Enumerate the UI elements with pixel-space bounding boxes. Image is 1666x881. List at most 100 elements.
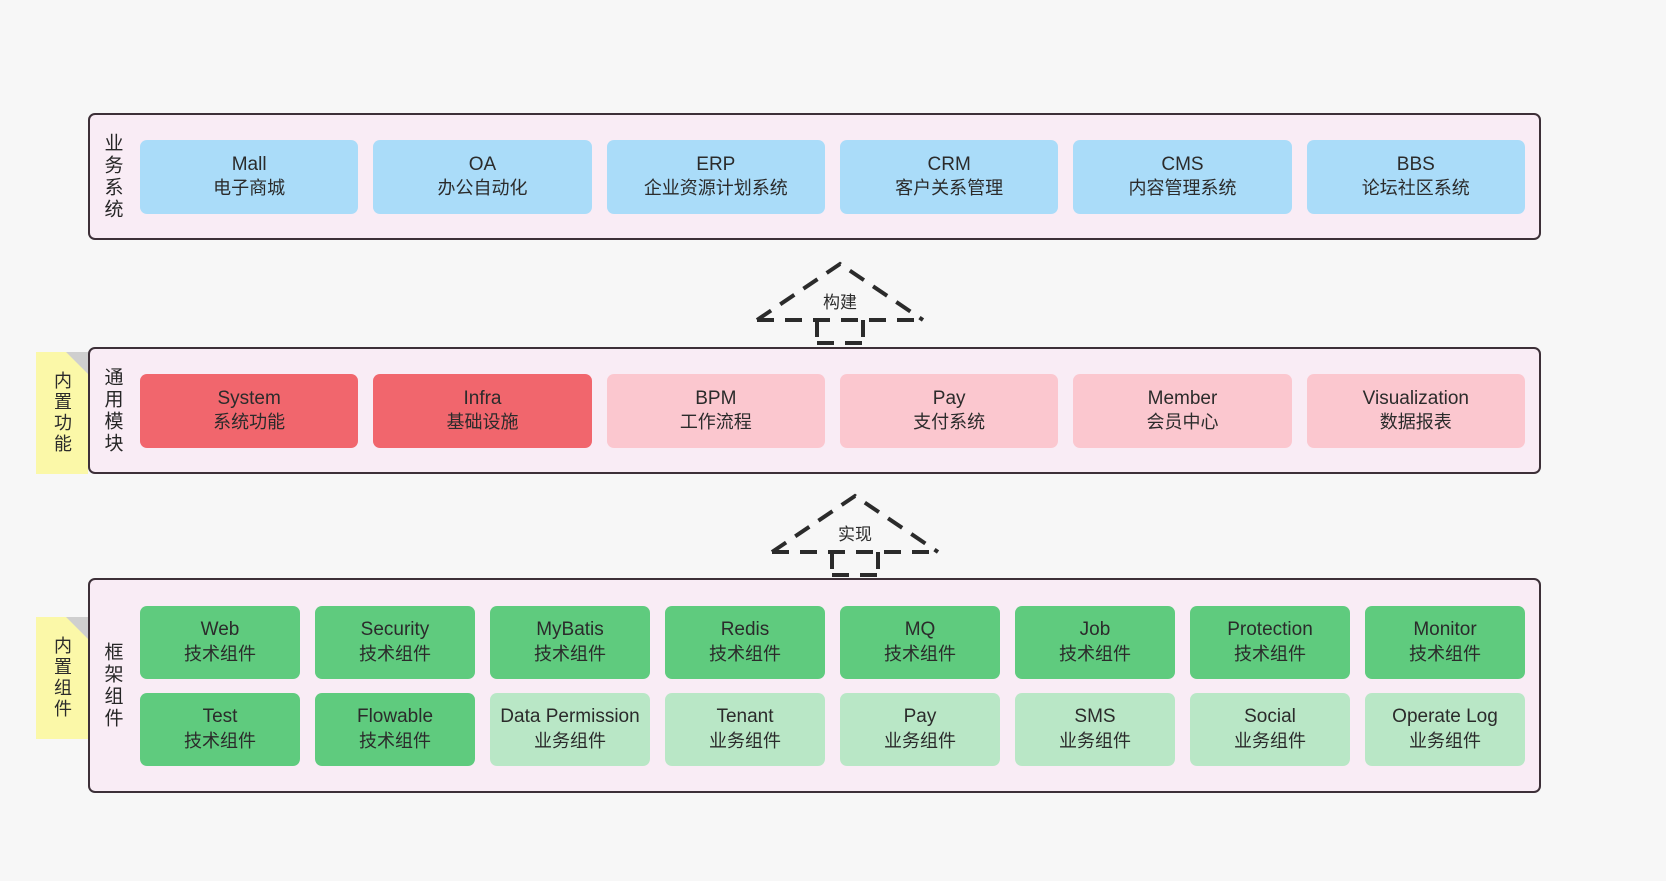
- sticky-fold-corner-icon: [66, 617, 88, 639]
- card-title: Job: [1079, 619, 1111, 641]
- sticky-note-label: 内置组件: [52, 636, 72, 720]
- card-subtitle: 业务组件: [709, 730, 781, 751]
- card-erp[interactable]: ERP 企业资源计划系统: [606, 139, 825, 214]
- card-bpm[interactable]: BPM 工作流程: [606, 373, 825, 448]
- card-subtitle: 技术组件: [1234, 643, 1306, 664]
- card-subtitle: 办公自动化: [437, 178, 528, 199]
- card-title: MQ: [904, 619, 936, 641]
- card-subtitle: 技术组件: [1059, 643, 1131, 664]
- card-subtitle: 技术组件: [534, 643, 606, 664]
- card-infra[interactable]: Infra 基础设施: [373, 373, 592, 448]
- card-protection[interactable]: Protection 技术组件: [1190, 605, 1350, 679]
- card-subtitle: 论坛社区系统: [1361, 178, 1470, 199]
- card-visualization[interactable]: Visualization 数据报表: [1306, 373, 1525, 448]
- card-pay-module[interactable]: Pay 支付系统: [839, 373, 1059, 448]
- card-flowable[interactable]: Flowable 技术组件: [315, 692, 475, 766]
- card-title: Operate Log: [1392, 706, 1498, 728]
- sticky-note-label: 内置功能: [52, 371, 72, 455]
- card-title: Infra: [463, 387, 502, 409]
- card-mybatis[interactable]: MyBatis 技术组件: [490, 605, 650, 679]
- card-cms[interactable]: CMS 内容管理系统: [1073, 139, 1292, 214]
- card-title: CRM: [927, 153, 971, 175]
- card-title: Test: [202, 706, 238, 728]
- generalization-arrow-icon: [755, 261, 925, 345]
- section-title-common-modules: 通用模块: [101, 366, 123, 455]
- sticky-fold-corner-icon: [66, 352, 88, 374]
- connector-build-label: 构建: [823, 293, 857, 312]
- card-title: Visualization: [1362, 387, 1469, 409]
- connector-implement-label: 实现: [838, 525, 872, 544]
- card-subtitle: 数据报表: [1379, 412, 1452, 433]
- card-redis[interactable]: Redis 技术组件: [665, 605, 825, 679]
- business-systems-row: Mall 电子商城 OA 办公自动化 ERP 企业资源计划系统 CRM 客户关系…: [140, 139, 1525, 214]
- card-subtitle: 技术组件: [184, 643, 256, 664]
- card-title: OA: [468, 153, 497, 175]
- card-subtitle: 电子商城: [213, 178, 286, 199]
- card-subtitle: 技术组件: [359, 730, 431, 751]
- card-subtitle: 基础设施: [446, 412, 519, 433]
- card-subtitle: 内容管理系统: [1128, 178, 1237, 199]
- card-data-permission[interactable]: Data Permission 业务组件: [490, 692, 650, 766]
- card-web[interactable]: Web 技术组件: [140, 605, 300, 679]
- section-title-business-systems: 业务系统: [101, 132, 123, 221]
- card-system[interactable]: System 系统功能: [140, 373, 359, 448]
- card-sms[interactable]: SMS 业务组件: [1015, 692, 1175, 766]
- card-title: BBS: [1396, 153, 1435, 175]
- card-subtitle: 技术组件: [184, 730, 256, 751]
- card-member[interactable]: Member 会员中心: [1073, 373, 1292, 448]
- card-social[interactable]: Social 业务组件: [1190, 692, 1350, 766]
- card-title: Protection: [1227, 619, 1313, 641]
- sticky-note-builtin-components: 内置组件: [36, 617, 88, 739]
- section-framework-components: 框架组件 Web 技术组件 Security 技术组件 MyBatis 技术组件…: [88, 578, 1541, 793]
- card-job[interactable]: Job 技术组件: [1015, 605, 1175, 679]
- card-subtitle: 会员中心: [1146, 412, 1219, 433]
- card-monitor[interactable]: Monitor 技术组件: [1365, 605, 1525, 679]
- card-subtitle: 支付系统: [913, 412, 986, 433]
- card-title: Social: [1244, 706, 1296, 728]
- card-test[interactable]: Test 技术组件: [140, 692, 300, 766]
- card-mq[interactable]: MQ 技术组件: [840, 605, 1000, 679]
- card-pay-component[interactable]: Pay 业务组件: [840, 692, 1000, 766]
- card-crm[interactable]: CRM 客户关系管理: [839, 139, 1059, 214]
- section-common-modules: 通用模块 System 系统功能 Infra 基础设施 BPM 工作流程 Pay: [88, 347, 1541, 474]
- card-title: Pay: [932, 387, 966, 409]
- section-body-framework-components: Web 技术组件 Security 技术组件 MyBatis 技术组件 Redi…: [134, 580, 1539, 791]
- card-subtitle: 客户关系管理: [895, 178, 1004, 199]
- card-title: Member: [1147, 387, 1218, 409]
- card-subtitle: 技术组件: [359, 643, 431, 664]
- section-body-business-systems: Mall 电子商城 OA 办公自动化 ERP 企业资源计划系统 CRM 客户关系…: [134, 115, 1539, 238]
- card-title: System: [217, 387, 281, 409]
- card-tenant[interactable]: Tenant 业务组件: [665, 692, 825, 766]
- card-title: BPM: [695, 387, 737, 409]
- card-operate-log[interactable]: Operate Log 业务组件: [1365, 692, 1525, 766]
- card-title: Redis: [720, 619, 770, 641]
- card-title: Pay: [903, 706, 937, 728]
- sticky-note-builtin-features: 内置功能: [36, 352, 88, 474]
- card-mall[interactable]: Mall 电子商城: [140, 139, 359, 214]
- card-bbs[interactable]: BBS 论坛社区系统: [1306, 139, 1525, 214]
- card-title: Mall: [231, 153, 267, 175]
- card-subtitle: 业务组件: [1409, 730, 1481, 751]
- common-modules-row: System 系统功能 Infra 基础设施 BPM 工作流程 Pay 支付系统…: [140, 373, 1525, 448]
- card-subtitle: 技术组件: [884, 643, 956, 664]
- card-title: CMS: [1161, 153, 1204, 175]
- card-subtitle: 系统功能: [213, 412, 286, 433]
- card-title: Monitor: [1413, 619, 1477, 641]
- card-title: Tenant: [716, 706, 774, 728]
- framework-components-row-technical: Web 技术组件 Security 技术组件 MyBatis 技术组件 Redi…: [140, 605, 1525, 679]
- card-subtitle: 业务组件: [534, 730, 606, 751]
- card-title: ERP: [696, 153, 736, 175]
- card-oa[interactable]: OA 办公自动化: [373, 139, 592, 214]
- card-subtitle: 业务组件: [1234, 730, 1306, 751]
- card-title: Data Permission: [500, 706, 640, 728]
- card-title: MyBatis: [536, 619, 604, 641]
- card-title: Security: [360, 619, 430, 641]
- card-title: Flowable: [356, 706, 434, 728]
- section-title-framework-components: 框架组件: [101, 641, 123, 730]
- card-security[interactable]: Security 技术组件: [315, 605, 475, 679]
- connector-build-arrow: 构建: [745, 258, 935, 345]
- generalization-arrow-icon: [770, 493, 940, 577]
- card-subtitle: 企业资源计划系统: [643, 178, 788, 199]
- framework-components-row-business: Test 技术组件 Flowable 技术组件 Data Permission …: [140, 692, 1525, 766]
